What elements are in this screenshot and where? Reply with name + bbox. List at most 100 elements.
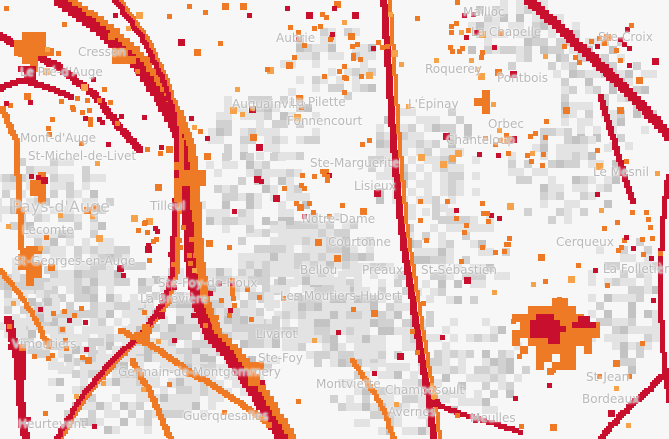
urban-cell xyxy=(378,327,386,335)
urban-cell xyxy=(486,224,494,232)
urban-cell xyxy=(240,144,248,152)
urban-cell xyxy=(34,230,42,238)
risk-dot xyxy=(450,49,455,54)
risk-dot xyxy=(312,338,317,343)
road-segment xyxy=(66,72,73,79)
urban-cell xyxy=(28,298,36,306)
urban-cell xyxy=(484,14,492,22)
risk-patch xyxy=(560,362,568,370)
risk-dot xyxy=(245,287,250,292)
urban-cell xyxy=(376,124,384,132)
urban-cell xyxy=(644,286,652,294)
risk-patch xyxy=(552,298,560,306)
urban-cell xyxy=(214,217,222,225)
urban-cell xyxy=(256,128,264,136)
risk-patch xyxy=(542,314,548,320)
urban-cell xyxy=(232,284,240,292)
urban-cell xyxy=(548,176,556,184)
risk-patch xyxy=(134,332,142,340)
urban-cell xyxy=(238,237,246,245)
urban-cell xyxy=(336,52,344,60)
urban-cell xyxy=(290,311,298,319)
urban-cell xyxy=(224,112,232,120)
risk-dot xyxy=(602,41,607,46)
urban-cell xyxy=(4,290,12,298)
urban-cell xyxy=(208,128,216,136)
urban-cell xyxy=(609,118,617,126)
road-segment xyxy=(182,216,192,226)
urban-cell xyxy=(470,296,478,304)
risk-dot xyxy=(100,120,105,125)
urban-cell xyxy=(272,120,280,128)
urban-cell xyxy=(306,351,314,359)
urban-cell xyxy=(468,46,476,54)
urban-cell xyxy=(230,161,238,169)
urban-cell xyxy=(556,160,564,168)
urban-cell xyxy=(458,382,466,390)
urban-cell xyxy=(106,294,114,302)
road-segment xyxy=(164,112,174,122)
urban-cell xyxy=(246,201,254,209)
urban-cell xyxy=(326,245,334,253)
urban-cell xyxy=(620,294,628,302)
road-segment xyxy=(174,146,179,151)
road-segment xyxy=(404,264,411,271)
road-buffer xyxy=(284,434,296,439)
urban-cell xyxy=(446,296,454,304)
road-buffer xyxy=(22,298,27,303)
road-segment xyxy=(16,78,22,84)
risk-patch xyxy=(30,32,38,40)
road-segment xyxy=(388,100,395,107)
urban-cell xyxy=(152,354,160,362)
urban-cell xyxy=(434,358,442,366)
risk-dot xyxy=(312,26,317,31)
road-buffer xyxy=(40,330,45,335)
urban-cell xyxy=(628,294,636,302)
urban-cell xyxy=(298,311,306,319)
urban-cell xyxy=(42,230,50,238)
urban-cell xyxy=(82,246,90,254)
urban-cell xyxy=(625,78,633,86)
urban-cell xyxy=(474,366,482,374)
urban-cell xyxy=(310,245,318,253)
urban-cell xyxy=(334,213,342,221)
urban-cell xyxy=(572,184,580,192)
risk-dot xyxy=(91,77,96,82)
road-segment xyxy=(182,210,192,220)
urban-cell xyxy=(192,386,200,394)
urban-cell xyxy=(394,311,402,319)
urban-cell xyxy=(286,269,294,277)
risk-dot xyxy=(267,67,274,74)
urban-cell xyxy=(246,269,254,277)
urban-cell xyxy=(184,300,192,308)
road-segment xyxy=(182,204,192,214)
urban-cell xyxy=(410,395,418,403)
risk-dot xyxy=(232,303,237,308)
urban-cell xyxy=(312,128,320,136)
risk-dot xyxy=(481,211,486,216)
urban-cell xyxy=(454,264,462,272)
urban-cell xyxy=(52,306,60,314)
urban-cell xyxy=(430,272,438,280)
urban-cell xyxy=(456,116,464,124)
risk-dot xyxy=(595,192,600,197)
urban-cell xyxy=(262,161,270,169)
urban-cell xyxy=(120,362,128,370)
urban-cell xyxy=(522,366,530,374)
urban-cell xyxy=(272,324,280,332)
urban-cell xyxy=(146,294,154,302)
risk-patch xyxy=(584,330,592,338)
road-segment xyxy=(384,36,391,43)
road-segment xyxy=(110,114,117,121)
road-buffer xyxy=(10,282,15,287)
road-buffer xyxy=(364,378,369,383)
urban-cell xyxy=(652,262,660,270)
urban-cell xyxy=(130,294,138,302)
urban-cell xyxy=(314,319,322,327)
urban-cell xyxy=(310,277,318,285)
road-segment xyxy=(414,328,421,335)
risk-patch xyxy=(190,162,198,170)
risk-dot xyxy=(62,22,67,27)
urban-cell xyxy=(208,136,216,144)
